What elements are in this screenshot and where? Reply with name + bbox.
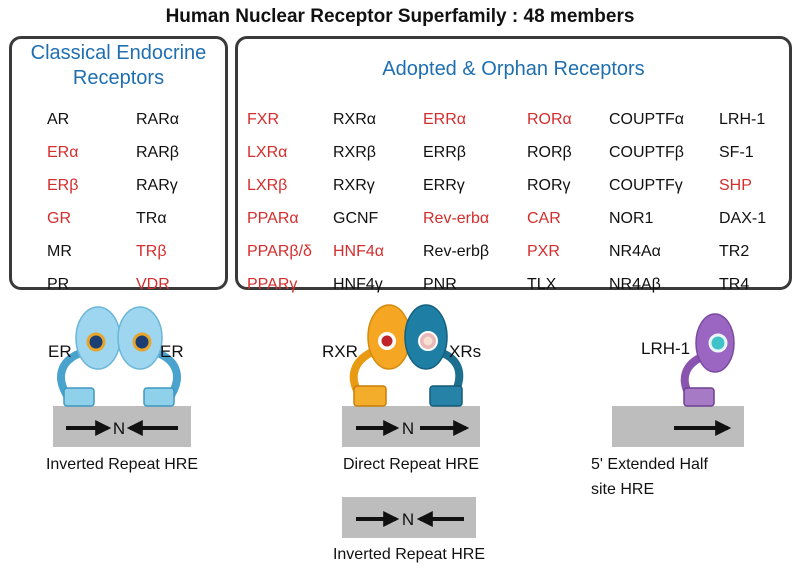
- receptor-pparβ-δ: PPARβ/δ: [247, 243, 312, 260]
- xrs-label: XRs: [449, 342, 481, 361]
- receptor-nr4aα: NR4Aα: [609, 243, 661, 260]
- lrh1-dbd: [683, 387, 715, 407]
- lrh1-label: LRH-1: [641, 339, 690, 358]
- receptor-rorα: RORα: [527, 111, 572, 128]
- er-right-ligand-icon: [132, 332, 152, 352]
- receptor-car: CAR: [527, 210, 561, 227]
- standalone-caption: Inverted Repeat HRE: [333, 546, 485, 563]
- page-title: Human Nuclear Receptor Superfamily : 48 …: [165, 6, 635, 27]
- receptor-couptfα: COUPTFα: [609, 111, 685, 128]
- receptor-pparγ: PPARγ: [247, 276, 298, 293]
- receptor-errβ: ERRβ: [423, 144, 466, 161]
- receptor-rarβ: RARβ: [136, 144, 179, 161]
- receptor-couptfγ: COUPTFγ: [609, 177, 683, 194]
- receptor-pparα: PPARα: [247, 210, 299, 227]
- er-left-label: ER: [48, 342, 72, 361]
- receptor-sf-1: SF-1: [719, 144, 754, 161]
- receptor-dax-1: DAX-1: [719, 210, 767, 227]
- classical-receptors-title: Classical Endocrine Receptors: [30, 42, 207, 89]
- receptor-pr: PR: [47, 276, 70, 293]
- er-left-ligand-icon: [86, 332, 106, 352]
- receptor-lxrβ: LXRβ: [247, 177, 288, 194]
- receptor-mr: MR: [47, 243, 72, 260]
- receptor-rxrγ: RXRγ: [333, 177, 375, 194]
- receptor-rxrβ: RXRβ: [333, 144, 376, 161]
- receptor-hnf4α: HNF4α: [333, 243, 385, 260]
- receptor-lrh-1: LRH-1: [719, 111, 766, 128]
- receptor-lxrα: LXRα: [247, 144, 288, 161]
- receptor-pnr: PNR: [423, 276, 457, 293]
- receptor-pxr: PXR: [527, 243, 560, 260]
- xr-ligand-icon: [423, 336, 433, 346]
- receptor-rarα: RARα: [136, 111, 180, 128]
- rxr-heterodimer-diagram: N RXR XRs Direct Repeat HRE: [322, 304, 481, 473]
- receptor-rorβ: RORβ: [527, 144, 572, 161]
- receptor-hnf4γ: HNF4γ: [333, 276, 383, 293]
- receptor-fxr: FXR: [247, 111, 279, 128]
- rxr-caption: Direct Repeat HRE: [343, 456, 479, 473]
- receptor-trβ: TRβ: [136, 243, 167, 260]
- receptor-rev-erbβ: Rev-erbβ: [423, 243, 490, 260]
- lrh1-ligand-icon: [708, 333, 728, 353]
- lrh1-caption-line2: site HRE: [591, 481, 654, 498]
- orphan-receptors-title: Adopted & Orphan Receptors: [382, 58, 645, 80]
- er-right-label: ER: [160, 342, 184, 361]
- rxr-ligand-icon: [381, 335, 393, 347]
- receptor-shp: SHP: [719, 177, 752, 194]
- receptor-rarγ: RARγ: [136, 177, 178, 194]
- receptor-gr: GR: [47, 210, 71, 227]
- receptor-tr2: TR2: [719, 243, 750, 260]
- rxr-dbd: [353, 385, 387, 407]
- receptor-errγ: ERRγ: [423, 177, 465, 194]
- standalone-spacer-label: N: [402, 510, 414, 529]
- receptor-tlx: TLX: [527, 276, 557, 293]
- receptor-vdr: VDR: [136, 276, 170, 293]
- receptor-erα: ERα: [47, 144, 79, 161]
- receptor-rorγ: RORγ: [527, 177, 571, 194]
- receptor-tr4: TR4: [719, 276, 750, 293]
- receptor-nor1: NOR1: [609, 210, 654, 227]
- xr-dbd: [429, 385, 463, 407]
- er-spacer-label: N: [113, 419, 125, 438]
- receptor-nr4aβ: NR4Aβ: [609, 276, 661, 293]
- receptor-rev-erbα: Rev-erbα: [423, 210, 490, 227]
- lrh1-monomer-diagram: LRH-1 5' Extended Half site HRE: [591, 313, 744, 498]
- rxr-label: RXR: [322, 342, 358, 361]
- receptor-errα: ERRα: [423, 111, 467, 128]
- er-right-dbd: [143, 387, 175, 407]
- receptor-erβ: ERβ: [47, 177, 79, 194]
- receptor-ar: AR: [47, 111, 70, 128]
- receptor-trα: TRα: [136, 210, 167, 227]
- rxr-spacer-label: N: [402, 419, 414, 438]
- er-caption: Inverted Repeat HRE: [46, 456, 198, 473]
- receptor-gcnf: GCNF: [333, 210, 379, 227]
- er-dimer-diagram: N ER ER Inverted Repeat HRE: [46, 306, 198, 473]
- receptor-couptfβ: COUPTFβ: [609, 144, 684, 161]
- receptor-rxrα: RXRα: [333, 111, 377, 128]
- standalone-inverted-repeat: N Inverted Repeat HRE: [333, 497, 485, 563]
- lrh1-caption-line1: 5' Extended Half: [591, 456, 708, 473]
- er-left-dbd: [63, 387, 95, 407]
